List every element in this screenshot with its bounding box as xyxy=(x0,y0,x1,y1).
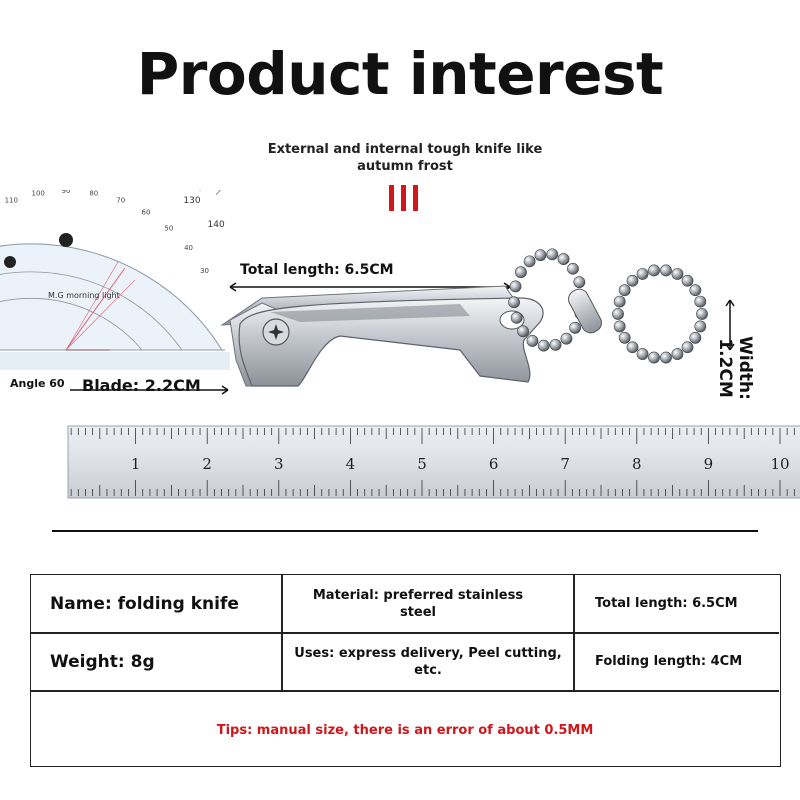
protractor-inner-tick-label: 50 xyxy=(164,224,173,232)
chain-bead xyxy=(694,295,707,308)
protractor-inner-tick-label: 110 xyxy=(5,197,18,205)
chain-bead xyxy=(526,335,539,347)
chain-bead xyxy=(626,341,639,354)
ruler-ticks xyxy=(70,428,795,496)
chain-bead xyxy=(509,280,522,293)
protractor-inner-tick-label: 80 xyxy=(89,190,98,197)
chain-bead xyxy=(671,268,684,280)
protractor-inner-tick-label: 70 xyxy=(116,197,125,205)
stripe xyxy=(401,185,406,211)
ruler: 1 2 3 4 5 6 7 8 9 10 xyxy=(67,425,800,499)
spec-name: Name: folding knife xyxy=(50,593,239,614)
ruler-number: 4 xyxy=(346,455,356,473)
spec-material: Material: preferred stainless steel xyxy=(312,587,524,620)
spec-folding-length: Folding length: 4CM xyxy=(595,654,743,669)
page-title: Product interest xyxy=(136,40,664,108)
tips-note: Tips: manual size, there is an error of … xyxy=(216,722,594,738)
chain-bead xyxy=(626,274,639,287)
chain-bead xyxy=(681,274,694,287)
protractor-inner-tick-label: 100 xyxy=(32,190,45,197)
spec-uses: Uses: express delivery, Peel cutting, et… xyxy=(294,645,562,678)
ruler-number: 2 xyxy=(202,455,212,473)
chain-bead xyxy=(689,284,702,297)
ruler-number: 3 xyxy=(274,455,284,473)
chain-bead xyxy=(648,264,660,277)
ruler-number: 10 xyxy=(770,455,789,473)
protractor: 809010011012013014011010090807060504030 xyxy=(0,190,230,370)
stripe xyxy=(389,185,394,211)
protractor-inner-tick-label: 30 xyxy=(200,267,209,275)
chain-bead xyxy=(546,248,559,261)
protractor-outer-tick-label: 130 xyxy=(183,196,200,206)
spec-table: Name: folding knife Material: preferred … xyxy=(30,574,781,767)
chain-bead xyxy=(537,339,550,352)
chain-bead xyxy=(681,341,694,354)
ruler-number: 1 xyxy=(131,455,141,473)
ruler-number: 8 xyxy=(632,455,642,473)
subtitle: External and internal tough knife like a… xyxy=(267,142,543,174)
product-photo: 809010011012013014011010090807060504030 … xyxy=(0,190,800,499)
chain-bead xyxy=(508,296,520,309)
chain-bead xyxy=(636,348,649,360)
ruler-number: 6 xyxy=(489,455,499,473)
angle-label: Angle 60 xyxy=(10,377,65,390)
spec-weight: Weight: 8g xyxy=(50,651,155,672)
chain-bead xyxy=(515,266,527,279)
blade-length-label: Blade: 2.2CM xyxy=(82,376,201,395)
ruler-number: 9 xyxy=(704,455,714,473)
chain-bead xyxy=(569,321,581,334)
chain-bead xyxy=(534,249,547,262)
chain-bead xyxy=(557,253,570,265)
divider xyxy=(52,530,758,532)
chain-bead xyxy=(573,276,586,289)
chain-bead xyxy=(510,311,523,324)
red-stripes-decoration xyxy=(387,185,421,211)
protractor-inner-tick-label: 60 xyxy=(142,208,151,216)
protractor-brand: M.G morning light xyxy=(48,291,120,300)
chain-bead xyxy=(613,320,626,333)
spec-total-length: Total length: 6.5CM xyxy=(595,596,738,611)
chain-bead xyxy=(648,351,660,364)
stripe xyxy=(413,185,418,211)
chain-bead xyxy=(517,325,529,338)
chain-bead xyxy=(660,264,672,277)
chain-bead xyxy=(618,331,631,344)
protractor-outer-tick-label: 140 xyxy=(208,220,225,230)
chain-bead xyxy=(612,308,624,320)
chain-connector xyxy=(568,288,602,334)
chain-bead xyxy=(671,348,684,360)
chain-bead xyxy=(694,320,707,333)
chain-bead xyxy=(560,332,573,345)
chain-bead xyxy=(689,331,702,344)
ruler-number: 7 xyxy=(560,455,570,473)
chain-bead xyxy=(618,284,631,297)
ruler-number: 5 xyxy=(417,455,427,473)
folding-knife xyxy=(220,285,544,387)
protractor-ticks: 809010011012013014011010090807060504030 xyxy=(5,190,225,275)
chain-bead xyxy=(636,268,649,280)
chain-bead xyxy=(523,255,536,268)
chain-bead xyxy=(660,351,672,364)
protractor-inner-tick-label: 90 xyxy=(62,190,71,195)
total-length-label: Total length: 6.5CM xyxy=(240,262,394,278)
chain-bead xyxy=(567,262,579,275)
chain-bead xyxy=(696,308,708,320)
chain-bead xyxy=(613,295,626,308)
ball-chain xyxy=(508,248,708,364)
protractor-inner-tick-label: 40 xyxy=(184,244,193,252)
ruler-numbers: 1 2 3 4 5 6 7 8 9 10 xyxy=(131,455,790,473)
chain-bead xyxy=(549,338,562,351)
width-label: Width: 1.2CM xyxy=(715,336,755,400)
